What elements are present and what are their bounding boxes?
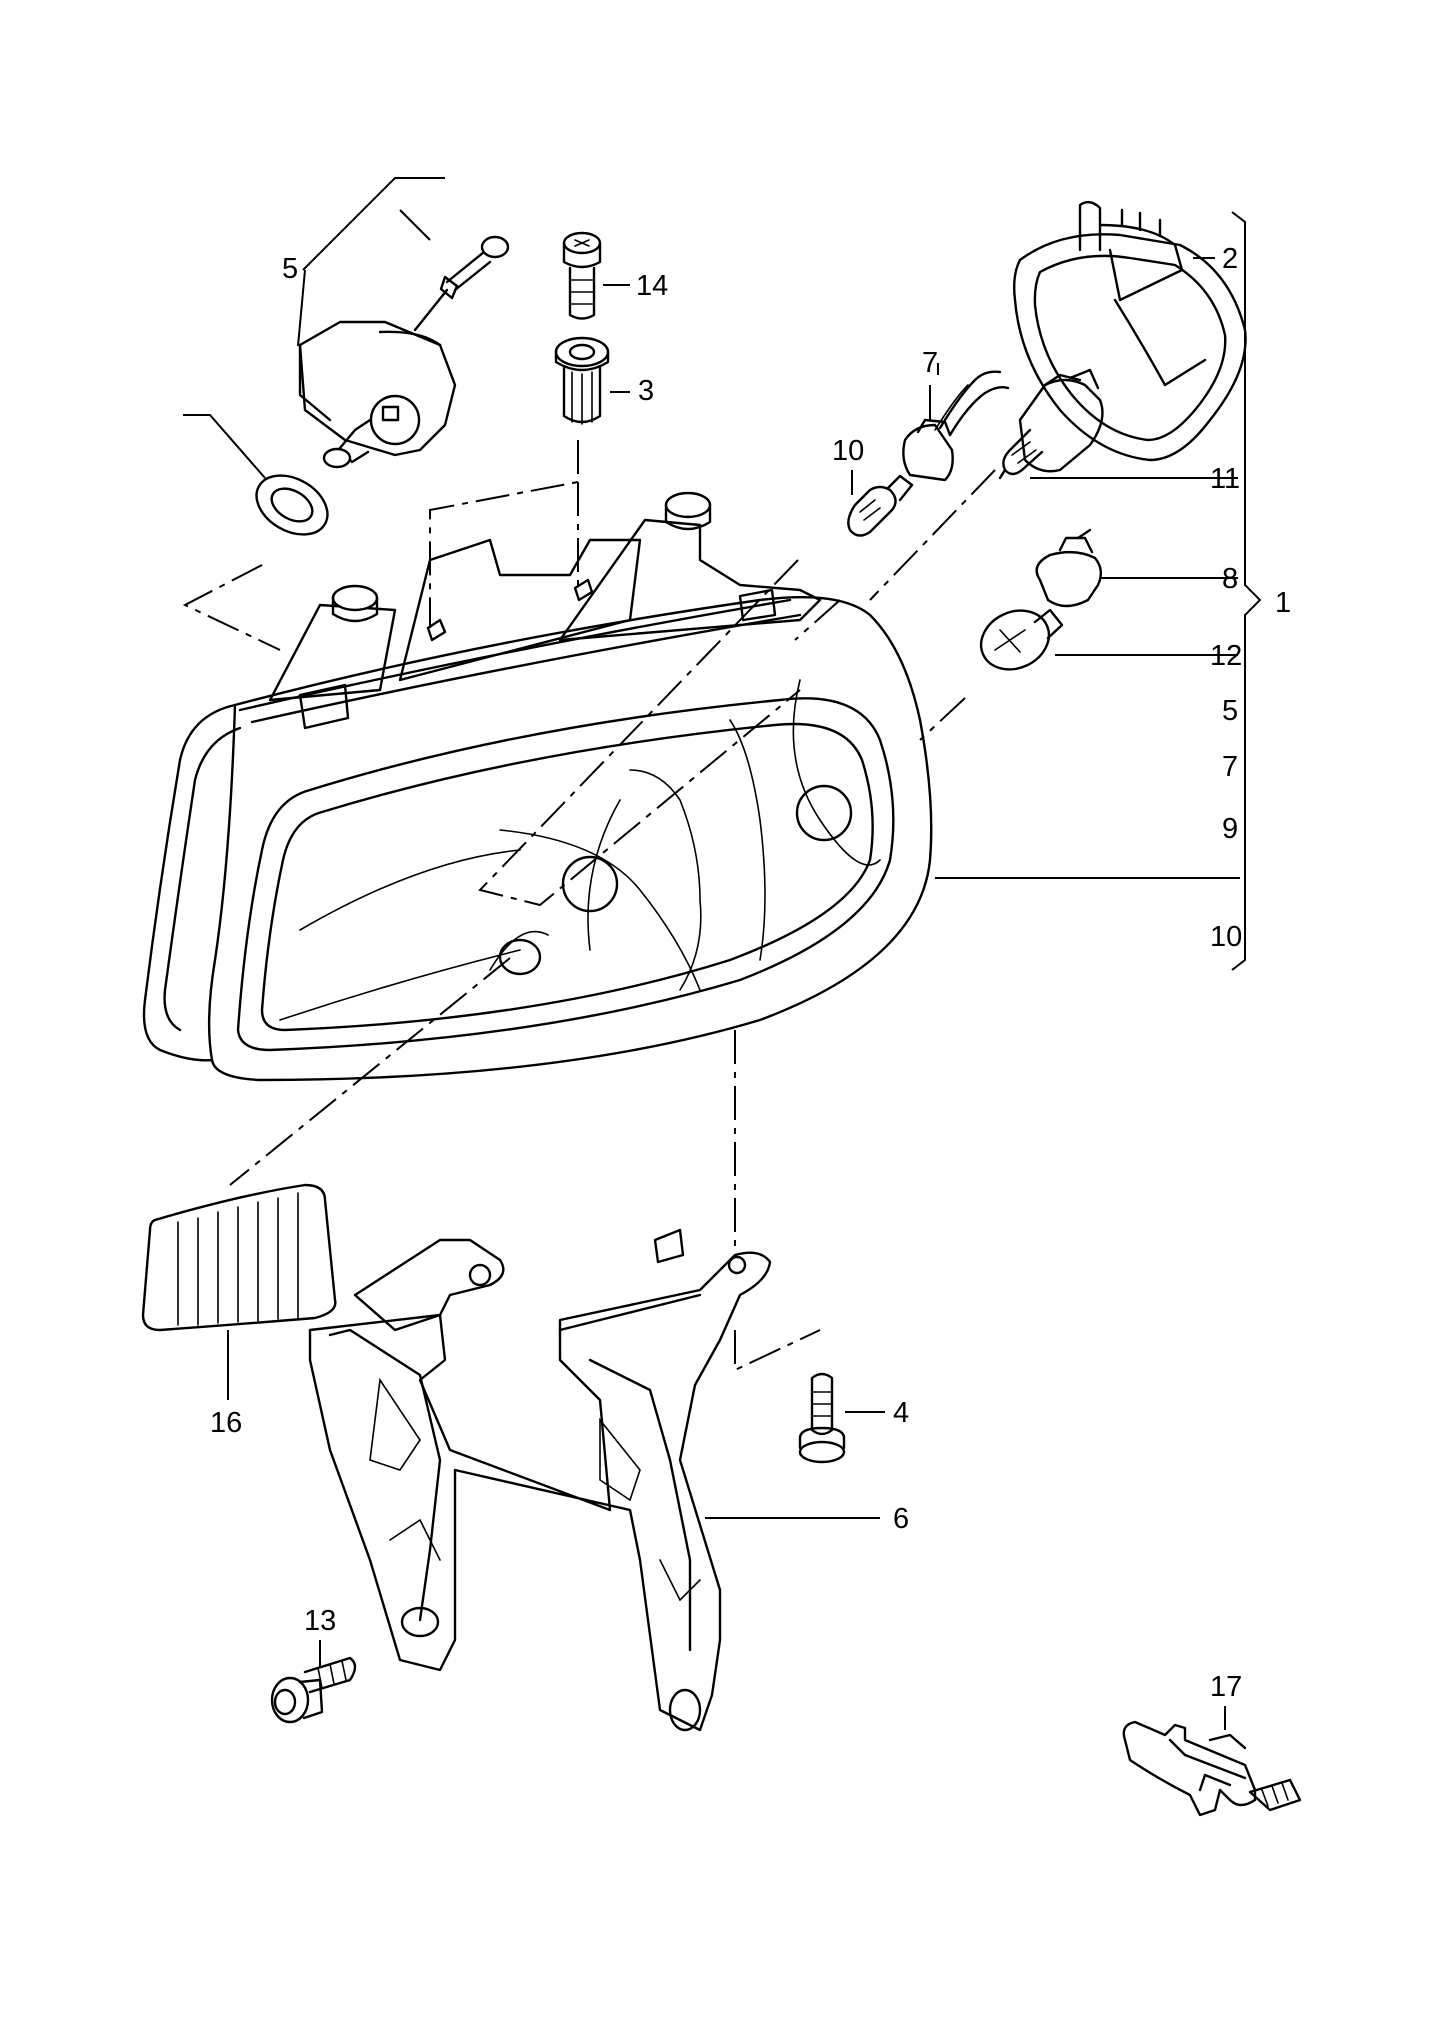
part-2-cover-cap: [1012, 200, 1247, 462]
part-10-wedge-bulb: [847, 470, 914, 537]
callout-labels: 1 2 3 4 5 6 7 8 10 11 12 13 14 16 17 5 7…: [210, 243, 1291, 1703]
callout-10-top: 10: [832, 435, 864, 467]
group-brace: [935, 211, 1262, 971]
callout-12: 12: [1210, 640, 1242, 672]
callout-5-top: 5: [282, 253, 298, 285]
callout-11: 11: [1210, 463, 1240, 495]
part-6-mounting-bracket: [308, 1228, 880, 1732]
part-13-bolt: [270, 1640, 357, 1724]
callout-7-top: 7: [922, 347, 938, 379]
callout-4: 4: [893, 1397, 909, 1429]
group-list-item: 5: [1222, 695, 1238, 727]
callout-1: 1: [1275, 587, 1291, 619]
callout-2: 2: [1222, 243, 1238, 275]
part-16-indicator-lens: [141, 1183, 337, 1400]
part-8-bulb-holder: [1035, 528, 1238, 608]
part-14-screw: [562, 231, 630, 320]
part-7-connector: [902, 363, 1010, 482]
callout-14: 14: [636, 270, 668, 302]
callout-8: 8: [1222, 563, 1238, 595]
range-control-motor: [183, 177, 510, 536]
group-list-item: 9: [1222, 813, 1238, 845]
part-11-halogen-bulb: [998, 368, 1238, 480]
part-3-nut: [554, 336, 630, 425]
callout-6: 6: [893, 1503, 909, 1535]
callout-3: 3: [638, 375, 654, 407]
callout-17: 17: [1210, 1671, 1242, 1703]
callout-16: 16: [210, 1407, 242, 1439]
part-17-clip: [1122, 1706, 1302, 1817]
group-list-item: 7: [1222, 751, 1238, 783]
callout-13: 13: [304, 1605, 336, 1637]
part-4-bolt: [798, 1372, 885, 1464]
part-12-indicator-bulb: [979, 608, 1238, 671]
group-list-item: 10: [1210, 921, 1242, 953]
headlight-housing: [142, 491, 933, 1082]
assembly-lines: [182, 440, 996, 1372]
